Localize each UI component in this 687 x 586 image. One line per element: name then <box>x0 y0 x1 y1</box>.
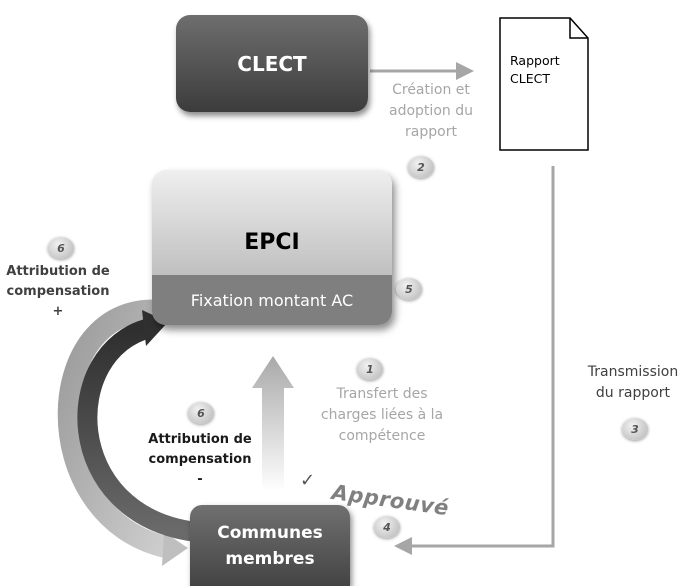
step-5-badge: 5 <box>396 278 422 300</box>
creation-line1: Création et <box>392 82 470 98</box>
rapport-label: Rapport CLECT <box>510 52 580 88</box>
transfert-line3: compétence <box>338 428 426 444</box>
epci-title: EPCI <box>244 230 300 255</box>
step-3-badge: 3 <box>622 418 648 440</box>
epci-fixation-bar: Fixation montant AC <box>152 275 392 325</box>
attribution-minus-line1: Attribution de <box>148 432 252 447</box>
transfert-line2: charges liées à la <box>320 407 444 423</box>
clect-label: CLECT <box>237 51 307 76</box>
attribution-minus-label: Attribution de compensation - <box>132 430 268 490</box>
attribution-minus-line2: compensation <box>148 452 252 467</box>
rapport-document-icon <box>499 17 589 151</box>
creation-label: Création et adoption du rapport <box>372 80 490 143</box>
attribution-plus-line2: compensation <box>6 284 110 299</box>
rapport-line2: CLECT <box>510 71 550 86</box>
step-2-badge: 2 <box>408 156 434 178</box>
communes-line1: Communes <box>217 522 323 543</box>
creation-line3: rapport <box>405 124 457 140</box>
step-4-badge: 4 <box>374 516 400 538</box>
arrow-attribution-plus <box>57 299 188 566</box>
attribution-minus-sign: - <box>197 472 203 487</box>
step-6a-badge: 6 <box>48 237 74 259</box>
attribution-plus-sign: + <box>52 304 64 319</box>
transfert-line1: Transfert des <box>336 386 428 402</box>
creation-line2: adoption du <box>389 103 473 119</box>
transmission-line1: Transmission <box>587 364 679 380</box>
communes-box: Communes membres <box>190 505 350 586</box>
transmission-label: Transmission du rapport <box>580 362 686 404</box>
arrow-transfert-up <box>252 356 294 492</box>
transmission-line2: du rapport <box>595 385 671 401</box>
attribution-plus-label: Attribution de compensation + <box>0 262 116 322</box>
check-icon: ✓ <box>300 470 316 491</box>
arrow-transmission <box>394 166 555 555</box>
step-6b-badge: 6 <box>188 402 214 424</box>
rapport-line1: Rapport <box>510 53 560 68</box>
attribution-plus-line1: Attribution de <box>6 264 110 279</box>
arrow-clect-to-rapport <box>370 62 474 80</box>
communes-line2: membres <box>225 548 315 569</box>
transfert-label: Transfert des charges liées à la compéte… <box>302 384 462 447</box>
clect-box: CLECT <box>176 15 368 112</box>
step-1-badge: 1 <box>357 358 383 380</box>
epci-box: EPCI Fixation montant AC <box>152 170 392 325</box>
